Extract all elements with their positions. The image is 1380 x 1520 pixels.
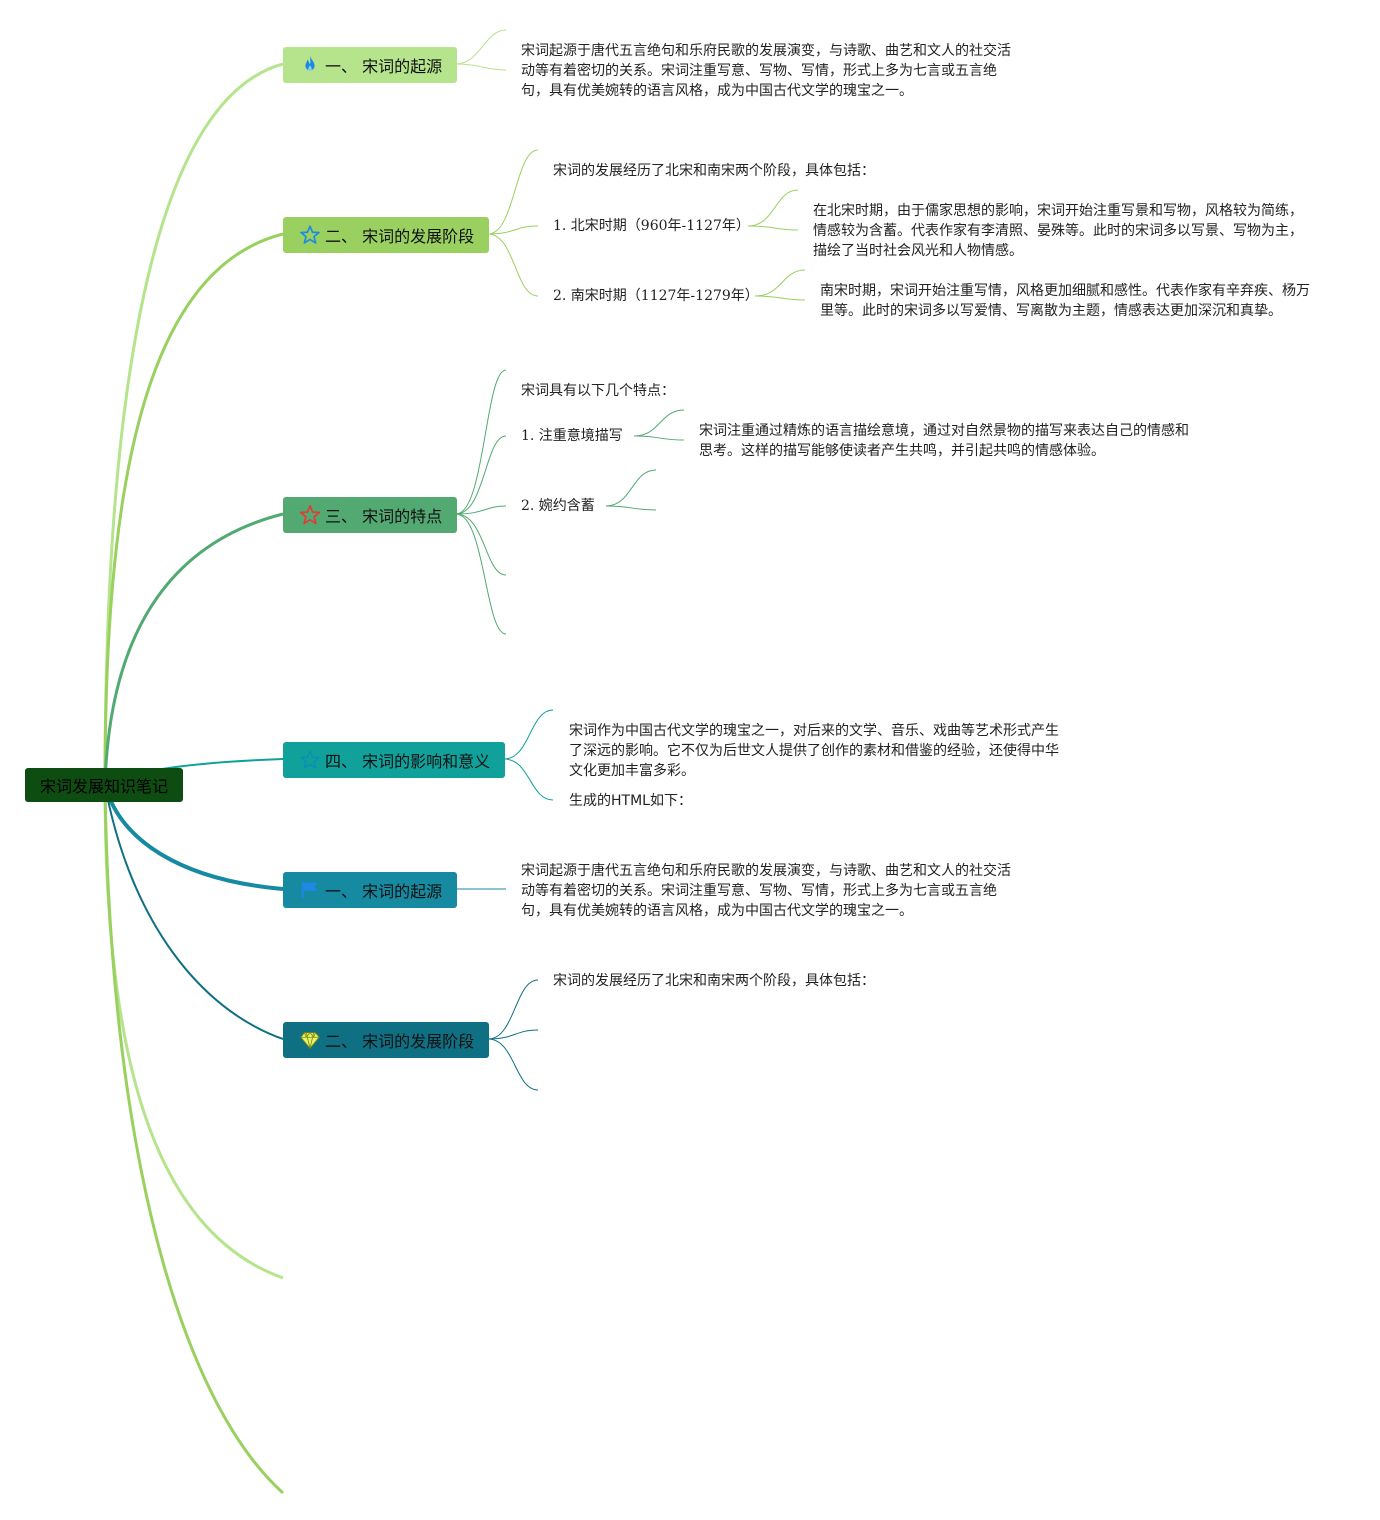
feature-1-description: 宋词注重通过精炼的语言描绘意境，通过对自然景物的描写来表达自己的情感和思考。这样… — [699, 423, 1189, 459]
stage-intro: 宋词的发展经历了北宋和南宋两个阶段，具体包括： — [553, 163, 875, 179]
star-outline-icon — [299, 749, 321, 771]
connector-branch-1 — [103, 62, 284, 786]
branch-influence[interactable]: 四、 宋词的影响和意义 — [283, 742, 505, 778]
branch-features-label: 三、 宋词的特点 — [325, 507, 443, 526]
connector-feature-2 — [455, 505, 507, 515]
connector-stage-intro — [487, 149, 539, 235]
stage-south-description: 南宋时期，宋词开始注重写情，风格更加细腻和感性。代表作家有辛弃疾、杨万里等。此时… — [820, 283, 1310, 319]
flame-icon — [299, 54, 321, 76]
branch-origin-2[interactable]: 一、 宋词的起源 — [283, 872, 457, 908]
connector-stage-2b — [487, 1029, 539, 1040]
stage-intro-2: 宋词的发展经历了北宋和南宋两个阶段，具体包括： — [553, 973, 875, 989]
connector-branch-8 — [103, 784, 285, 1495]
connector-feature-2-desc — [605, 469, 657, 507]
influence-description: 宋词作为中国古代文学的瑰宝之一，对后来的文学、音乐、戏曲等艺术形式产生了深远的影… — [569, 723, 1059, 779]
origin-description: 宋词起源于唐代五言绝句和乐府民歌的发展演变，与诗歌、曲艺和文人的社交活动等有着密… — [521, 43, 1011, 99]
connector-branch-6 — [104, 784, 284, 1040]
connector-feature-intro — [455, 369, 507, 515]
feature-intro: 宋词具有以下几个特点： — [521, 383, 675, 399]
branch-origin[interactable]: 一、 宋词的起源 — [283, 47, 457, 83]
connector-stage-2c — [487, 1038, 539, 1091]
connector-stage-north-desc-end — [747, 225, 799, 231]
branch-origin-label: 一、 宋词的起源 — [325, 57, 443, 76]
branch-stages-label: 二、 宋词的发展阶段 — [325, 227, 475, 246]
connector-feature-1 — [455, 435, 507, 515]
connector-feature-1-desc-end — [633, 435, 685, 441]
branch-origin-2-label: 一、 宋词的起源 — [325, 882, 443, 901]
connector-branch-5 — [103, 784, 284, 891]
connector-stage-north-desc — [747, 189, 799, 227]
connector-stage-south-desc — [754, 269, 806, 297]
branch-stages-2-label: 二、 宋词的发展阶段 — [325, 1032, 475, 1051]
connector-feature-2-desc-end — [605, 505, 657, 511]
influence-note: 生成的HTML如下： — [569, 793, 692, 809]
branch-features[interactable]: 三、 宋词的特点 — [283, 497, 457, 533]
origin-2-description: 宋词起源于唐代五言绝句和乐府民歌的发展演变，与诗歌、曲艺和文人的社交活动等有着密… — [521, 863, 1011, 919]
connector-origin-text — [455, 29, 507, 65]
stage-north-description: 在北宋时期，由于儒家思想的影响，宋词开始注重写景和写物，风格较为简练，情感较为含… — [813, 203, 1303, 259]
branch-stages[interactable]: 二、 宋词的发展阶段 — [283, 217, 489, 253]
feature-1-label: 1. 注重意境描写 — [521, 428, 623, 444]
connector-stage-south-desc-end — [754, 295, 806, 301]
stage-south-label: 2. 南宋时期（1127年-1279年） — [553, 288, 759, 304]
diamond-icon — [299, 1029, 321, 1051]
feature-2-label: 2. 婉约含蓄 — [521, 498, 595, 514]
star-outline-icon — [299, 224, 321, 246]
root-node[interactable]: 宋词发展知识笔记 — [25, 768, 183, 802]
connector-feature-3 — [455, 513, 507, 576]
connector-branch-3 — [103, 512, 284, 786]
connector-stage-north — [487, 225, 539, 235]
flag-icon — [299, 879, 321, 901]
root-title: 宋词发展知识笔记 — [39, 777, 168, 796]
connector-branch-2 — [103, 232, 284, 786]
branch-influence-label: 四、 宋词的影响和意义 — [325, 752, 491, 771]
connector-influence-note — [503, 758, 554, 801]
connector-feature-4 — [455, 513, 507, 635]
connector-influence-desc — [503, 709, 554, 760]
star-outline-icon — [299, 504, 321, 526]
connector-stage-south — [487, 233, 539, 297]
connector-stage-intro2 — [487, 979, 539, 1040]
connector-origin-text-end — [455, 63, 507, 71]
branch-stages-2[interactable]: 二、 宋词的发展阶段 — [283, 1022, 489, 1058]
connector-branch-7 — [103, 784, 284, 1280]
stage-north-label: 1. 北宋时期（960年-1127年） — [553, 218, 750, 234]
connector-feature-1-desc — [633, 409, 685, 437]
